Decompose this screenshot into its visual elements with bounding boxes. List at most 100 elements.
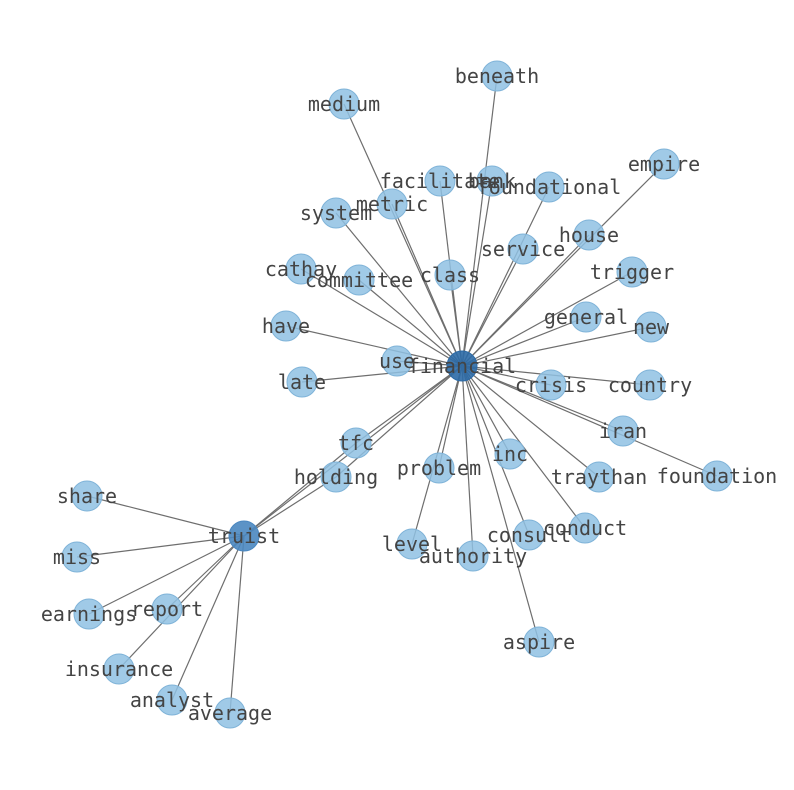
edge-truist-tfc (243, 442, 357, 537)
edge-financial-problem (438, 365, 463, 469)
node-label-late: late (278, 370, 326, 394)
node-label-foundation: foundation (657, 464, 777, 488)
node-label-earnings: earnings (41, 602, 137, 626)
node-label-inc: inc (492, 442, 528, 466)
edge-financial-medium (343, 103, 463, 367)
node-traythan (583, 461, 615, 493)
node-label-use: use (379, 349, 415, 373)
node-report (151, 593, 183, 625)
edge-financial-beneath (461, 75, 498, 367)
node-label-country: country (608, 373, 692, 397)
node-analyst (156, 684, 188, 716)
edge-financial-bank (461, 180, 493, 367)
node-label-financial: financial (408, 354, 516, 378)
node-label-have: have (262, 314, 310, 338)
node-empire (648, 148, 680, 180)
node-label-bank: bank (468, 169, 516, 193)
node-house (573, 219, 605, 251)
node-label-holding: holding (294, 465, 378, 489)
node-label-medium: medium (308, 92, 380, 116)
node-metric (376, 188, 408, 220)
node-label-beneath: beneath (455, 64, 539, 88)
edge-financial-holding (335, 365, 463, 478)
node-iran (607, 415, 639, 447)
edge-financial-general (461, 316, 587, 367)
node-use (381, 345, 413, 377)
node-late (286, 366, 318, 398)
node-miss (61, 541, 93, 573)
node-label-authority: authority (419, 544, 527, 568)
edge-financial-trigger (461, 271, 633, 367)
node-new (635, 311, 667, 343)
node-label-crisis: crisis (515, 373, 587, 397)
node-authority (457, 540, 489, 572)
node-level (396, 528, 428, 560)
node-country (634, 369, 666, 401)
edge-financial-traythan (461, 365, 600, 478)
node-label-class: class (420, 263, 480, 287)
node-label-consult: consult (487, 523, 571, 547)
edge-truist-report (166, 535, 245, 610)
node-label-foundational: foundational (477, 175, 622, 199)
node-label-level: level (382, 532, 442, 556)
node-label-general: general (544, 305, 628, 329)
edge-financial-iran (461, 365, 624, 432)
node-label-tfc: tfc (338, 431, 374, 455)
node-insurance (103, 653, 135, 685)
node-crisis (535, 369, 567, 401)
node-label-house: house (559, 223, 619, 247)
node-cathay (285, 253, 317, 285)
node-label-new: new (633, 315, 670, 339)
node-label-traythan: traythan (551, 465, 647, 489)
node-share (71, 480, 103, 512)
node-label-average: average (188, 701, 272, 725)
node-label-truist: truist (208, 524, 280, 548)
edge-truist-share (86, 495, 245, 537)
edge-financial-house (461, 234, 590, 367)
node-general (570, 301, 602, 333)
edge-truist-analyst (171, 535, 245, 701)
node-label-aspire: aspire (503, 630, 575, 654)
node-class (434, 259, 466, 291)
node-label-empire: empire (628, 152, 700, 176)
edge-financial-new (461, 326, 652, 367)
edge-financial-tfc (355, 365, 463, 444)
node-aspire (523, 626, 555, 658)
node-financial (446, 350, 478, 382)
node-label-analyst: analyst (130, 688, 214, 712)
edge-financial-metric (391, 203, 463, 367)
edge-truist-average (229, 535, 245, 714)
node-label-report: report (131, 597, 203, 621)
edge-truist-holding (243, 476, 337, 537)
edge-truist-insurance (118, 535, 245, 670)
node-system (320, 197, 352, 229)
edge-financial-authority (461, 365, 474, 557)
node-label-insurance: insurance (65, 657, 173, 681)
edge-truist-miss (76, 535, 245, 558)
node-label-conduct: conduct (543, 516, 627, 540)
node-facilitate (424, 165, 456, 197)
node-foundational (533, 171, 565, 203)
edge-financial-foundation (461, 365, 718, 477)
node-label-problem: problem (397, 456, 481, 480)
node-label-iran: iran (599, 419, 647, 443)
edge-financial-inc (461, 365, 511, 455)
node-trigger (616, 256, 648, 288)
node-label-share: share (57, 484, 117, 508)
edge-financial-cathay (300, 268, 463, 367)
node-inc (494, 438, 526, 470)
edge-truist-earnings (88, 535, 245, 615)
node-medium (328, 88, 360, 120)
node-label-service: service (481, 237, 565, 261)
node-holding (320, 461, 352, 493)
node-service (507, 233, 539, 265)
node-conduct (569, 512, 601, 544)
node-beneath (481, 60, 513, 92)
node-label-committee: committee (305, 268, 413, 292)
edge-financial-have (285, 325, 463, 367)
node-label-facilitate: facilitate (380, 169, 500, 193)
label-layer: beneathmediumempirefacilitatebankfoundat… (41, 64, 777, 725)
node-earnings (73, 598, 105, 630)
node-problem (423, 452, 455, 484)
